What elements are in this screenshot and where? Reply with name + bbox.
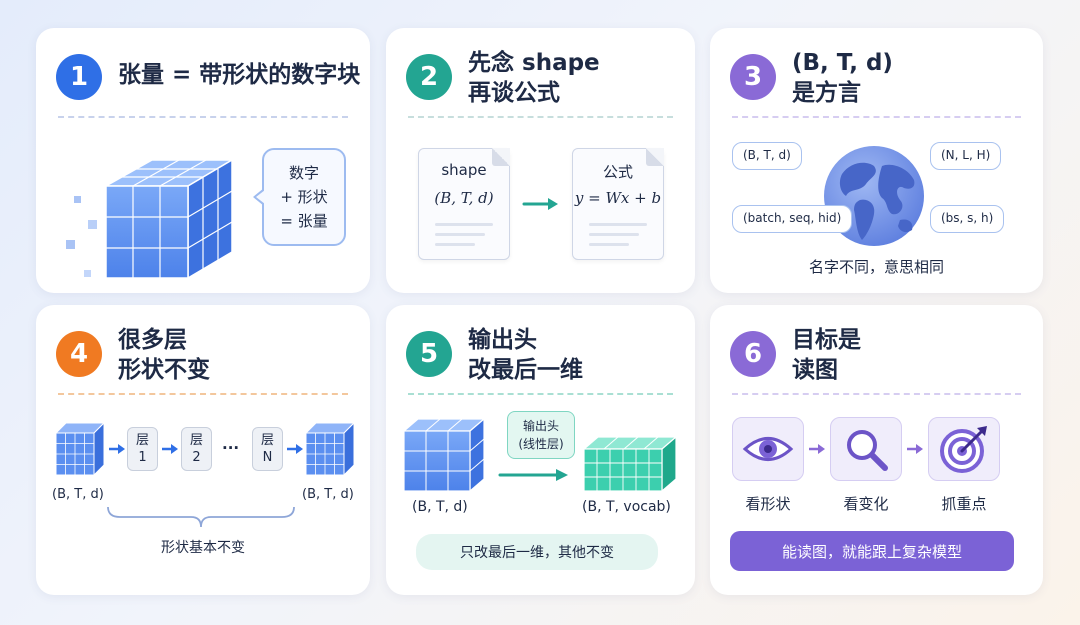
card-1-title: 张量 = 带形状的数字块 [118,62,361,88]
formula-doc-title: 公式 [602,163,633,181]
card-6-title: 目标是 读图 [792,325,861,385]
bubble-line-1: 数字 [288,164,319,182]
card-2-title-line-1: 先念 shape [468,50,600,76]
bubble-line-2: + 形状 [280,188,328,206]
document-icon: 公式 y = Wx + b [572,148,664,260]
card-3-divider [732,116,1021,118]
output-shape-label: (B, T, d) [302,487,354,502]
layer-box-n: 层 N [252,427,283,471]
step-badge-5: 5 [406,331,452,377]
layer-2-index: 2 [192,450,201,465]
card-5-divider [408,393,673,395]
layer-1-label: 层 [135,433,149,448]
card-2-divider [408,116,673,118]
output-shape-label: (B, T, vocab) [582,499,671,515]
step-badge-3: 3 [730,54,776,100]
output-head-sublabel: (线性层) [518,437,564,451]
card-tensor-definition: 1 张量 = 带形状的数字块 数字 + 形状 = 张量 [36,28,370,293]
brace-icon [107,506,295,528]
magnifier-icon [830,417,902,481]
dim-tag-bs-s-h: (bs, s, h) [930,205,1005,233]
arrow-right-icon [287,444,303,454]
step-label-focus: 抓重点 [941,495,987,513]
card-many-layers: 4 很多层 形状不变 层 1 层 2 ··· 层 N [36,305,370,595]
card-6-title-line-1: 目标是 [792,327,861,353]
step-badge-1: 1 [56,54,102,100]
target-icon [928,417,1000,481]
layer-box-2: 层 2 [181,427,212,471]
output-head-box: 输出头 (线性层) [507,411,575,459]
arrow-right-icon [162,444,178,454]
arrow-right-icon [522,198,558,210]
tensor-formula-bubble: 数字 + 形状 = 张量 [253,148,346,246]
layer-ellipsis: ··· [222,439,240,457]
card-output-head: 5 输出头 改最后一维 输出头 (线性层) [386,305,695,595]
card-6-divider [732,393,1021,395]
shape-doc-formula: (B, T, d) [434,189,494,207]
card-shape-before-formula: 2 先念 shape 再谈公式 shape (B, T, d) 公式 y = W… [386,28,695,293]
step-label-change: 看变化 [843,495,889,513]
layer-box-1: 层 1 [127,427,158,471]
dim-tag-btd: (B, T, d) [732,142,802,170]
card-5-title: 输出头 改最后一维 [468,325,583,385]
card-4-divider [58,393,348,395]
step-badge-6: 6 [730,331,776,377]
formula-doc-equation: y = Wx + b [574,189,662,207]
card-3-title-line-1: (B, T, d) [792,50,893,76]
step-badge-4: 4 [56,331,102,377]
eye-icon [732,417,804,481]
document-icon: shape (B, T, d) [418,148,510,260]
card-2-title: 先念 shape 再谈公式 [468,48,600,108]
dim-tag-nlh: (N, L, H) [930,142,1002,170]
cube-icon [304,421,356,477]
step-label-shape: 看形状 [745,495,791,513]
layer-n-index: N [262,450,273,465]
card-3-title-line-2: 是方言 [792,80,861,106]
arrow-right-icon [809,444,825,454]
card-6-note-pill: 能读图，就能跟上复杂模型 [730,531,1014,571]
arrow-right-icon [109,444,125,454]
card-5-title-line-2: 改最后一维 [468,357,583,383]
card-4-title-line-1: 很多层 [118,327,187,353]
card-4-title-line-2: 形状不变 [118,357,210,383]
dim-tag-batch-seq-hid: (batch, seq, hid) [732,205,853,233]
card-5-note-pill: 只改最后一维，其他不变 [416,534,658,570]
layer-1-index: 1 [138,450,147,465]
input-shape-label: (B, T, d) [412,499,468,515]
slab-icon [582,435,678,493]
output-head-label: 输出头 [522,419,559,433]
card-6-title-line-2: 读图 [792,357,838,383]
card-4-title: 很多层 形状不变 [118,325,210,385]
layer-n-label: 层 [260,433,274,448]
cube-icon [66,158,235,280]
card-5-title-line-1: 输出头 [468,327,537,353]
card-4-caption: 形状基本不变 [161,540,245,556]
cube-icon [54,421,106,477]
card-2-title-line-2: 再谈公式 [468,80,560,106]
card-1-divider [58,116,348,118]
card-3-title: (B, T, d) 是方言 [792,48,893,108]
cube-icon [402,417,486,493]
bubble-line-3: = 张量 [280,212,328,230]
card-3-caption: 名字不同，意思相同 [808,258,944,276]
card-goal-read-diagrams: 6 目标是 读图 看形状 看变化 抓重点 能读图，就能跟上复杂模型 [710,305,1043,595]
arrow-right-icon [498,469,568,481]
step-badge-2: 2 [406,54,452,100]
layer-2-label: 层 [189,433,203,448]
arrow-right-icon [907,444,923,454]
input-shape-label: (B, T, d) [52,487,104,502]
shape-doc-title: shape [441,161,487,179]
card-dimension-dialects: 3 (B, T, d) 是方言 (B, T, d) (N, L, H) (bat… [710,28,1043,293]
